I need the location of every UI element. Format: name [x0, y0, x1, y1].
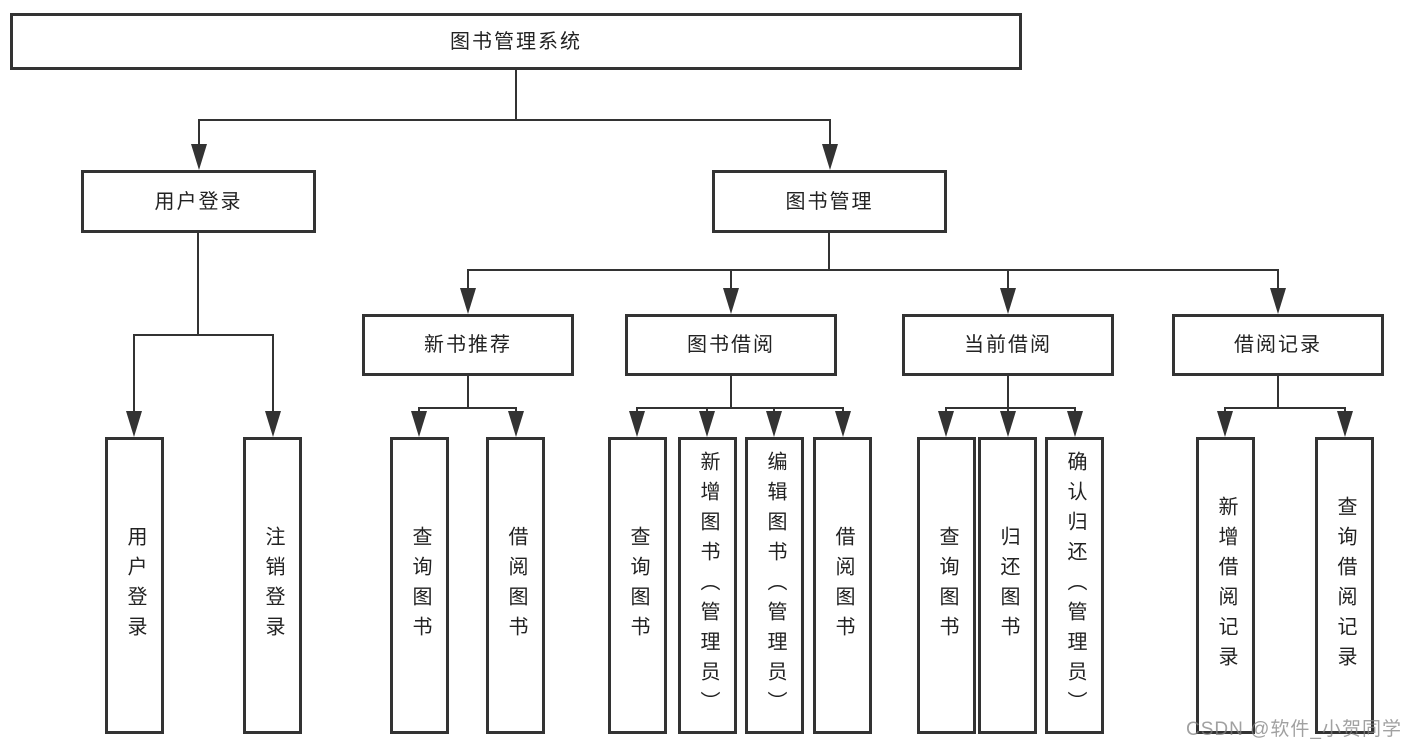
watermark-text: CSDN @软件_小贺同学 [1186, 719, 1402, 740]
arrowhead-cb-confirm [1067, 411, 1083, 437]
connector-br-stem [1277, 376, 1279, 409]
arrowhead-current-borrow [1000, 288, 1016, 314]
leaf-rec-borrow-book: 借阅图书 [486, 437, 545, 734]
node-current-borrow-label: 当前借阅 [964, 334, 1052, 356]
arrowhead-bb-borrow [835, 411, 851, 437]
leaf-br-query-record-label: 查询借阅记录 [1334, 495, 1356, 676]
leaf-br-query-record: 查询借阅记录 [1315, 437, 1374, 734]
arrowhead-bb-query [629, 411, 645, 437]
leaf-bb-query-book-label: 查询图书 [627, 525, 649, 646]
connector-stem-user-login [198, 119, 200, 148]
node-new-book-rec-label: 新书推荐 [424, 334, 512, 356]
arrowhead-book-mgmt [822, 144, 838, 170]
arrowhead-br-add [1217, 411, 1233, 437]
connector-rec-splitter [419, 407, 517, 409]
leaf-bb-edit-book-label: 编辑图书（管理员） [764, 450, 786, 721]
connector-stem-new-book-rec [467, 269, 469, 291]
node-root-label: 图书管理系统 [450, 30, 582, 53]
leaf-bb-edit-book: 编辑图书（管理员） [745, 437, 804, 734]
connector-cb-splitter [946, 407, 1076, 409]
arrowhead-br-query [1337, 411, 1353, 437]
leaf-bb-borrow-book-label: 借阅图书 [832, 525, 854, 646]
node-borrow-records-label: 借阅记录 [1234, 334, 1322, 356]
arrowhead-new-book-rec [460, 288, 476, 314]
arrowhead-bb-edit [766, 411, 782, 437]
leaf-br-add-record: 新增借阅记录 [1196, 437, 1255, 734]
connector-stem-leaf-user-login [133, 334, 135, 415]
leaf-rec-borrow-book-label: 借阅图书 [505, 525, 527, 646]
leaf-cb-return-book-label: 归还图书 [997, 525, 1019, 646]
connector-bb-stem [730, 376, 732, 409]
arrowhead-user-login [191, 144, 207, 170]
arrowhead-cb-return [1000, 411, 1016, 437]
node-user-login: 用户登录 [81, 170, 316, 233]
leaf-cb-confirm-return-label: 确认归还（管理员） [1064, 450, 1086, 721]
leaf-user-login: 用户登录 [105, 437, 164, 734]
leaf-bb-add-book: 新增图书（管理员） [678, 437, 737, 734]
connector-stem-book-borrow [730, 269, 732, 291]
connector-root-splitter [198, 119, 831, 121]
arrowhead-book-borrow [723, 288, 739, 314]
connector-rec-stem [467, 376, 469, 409]
leaf-bb-query-book: 查询图书 [608, 437, 667, 734]
leaf-cb-confirm-return: 确认归还（管理员） [1045, 437, 1104, 734]
arrowhead-leaf-logout [265, 411, 281, 437]
connector-stem-borrow-records [1277, 269, 1279, 291]
leaf-bb-add-book-label: 新增图书（管理员） [697, 450, 719, 721]
connector-br-splitter [1225, 407, 1346, 409]
connector-root-stem [515, 70, 517, 120]
connector-login-splitter [133, 334, 274, 336]
arrowhead-rec-query [411, 411, 427, 437]
arrowhead-leaf-user-login [126, 411, 142, 437]
leaf-bb-borrow-book: 借阅图书 [813, 437, 872, 734]
leaf-br-add-record-label: 新增借阅记录 [1215, 495, 1237, 676]
leaf-user-login-label: 用户登录 [124, 525, 146, 646]
node-book-mgmt: 图书管理 [712, 170, 947, 233]
connector-login-stem [197, 233, 199, 336]
node-book-borrow: 图书借阅 [625, 314, 837, 376]
node-borrow-records: 借阅记录 [1172, 314, 1384, 376]
arrowhead-rec-borrow [508, 411, 524, 437]
leaf-cb-return-book: 归还图书 [978, 437, 1037, 734]
connector-mgmt-stem [828, 233, 830, 271]
connector-cb-stem [1007, 376, 1009, 409]
leaf-logout-label: 注销登录 [262, 525, 284, 646]
leaf-cb-query-book: 查询图书 [917, 437, 976, 734]
connector-stem-book-mgmt [829, 119, 831, 148]
arrowhead-borrow-records [1270, 288, 1286, 314]
node-root: 图书管理系统 [10, 13, 1022, 70]
arrowhead-cb-query [938, 411, 954, 437]
leaf-cb-query-book-label: 查询图书 [936, 525, 958, 646]
node-new-book-rec: 新书推荐 [362, 314, 574, 376]
node-book-mgmt-label: 图书管理 [785, 190, 874, 213]
leaf-rec-query-book: 查询图书 [390, 437, 449, 734]
connector-bb-splitter [637, 407, 844, 409]
leaf-logout: 注销登录 [243, 437, 302, 734]
leaf-rec-query-book-label: 查询图书 [409, 525, 431, 646]
connector-stem-leaf-logout [272, 334, 274, 415]
node-current-borrow: 当前借阅 [902, 314, 1114, 376]
connector-stem-current-borrow [1007, 269, 1009, 291]
node-user-login-label: 用户登录 [154, 190, 243, 213]
connector-mgmt-splitter [467, 269, 1279, 271]
arrowhead-bb-add [699, 411, 715, 437]
node-book-borrow-label: 图书借阅 [687, 334, 775, 356]
